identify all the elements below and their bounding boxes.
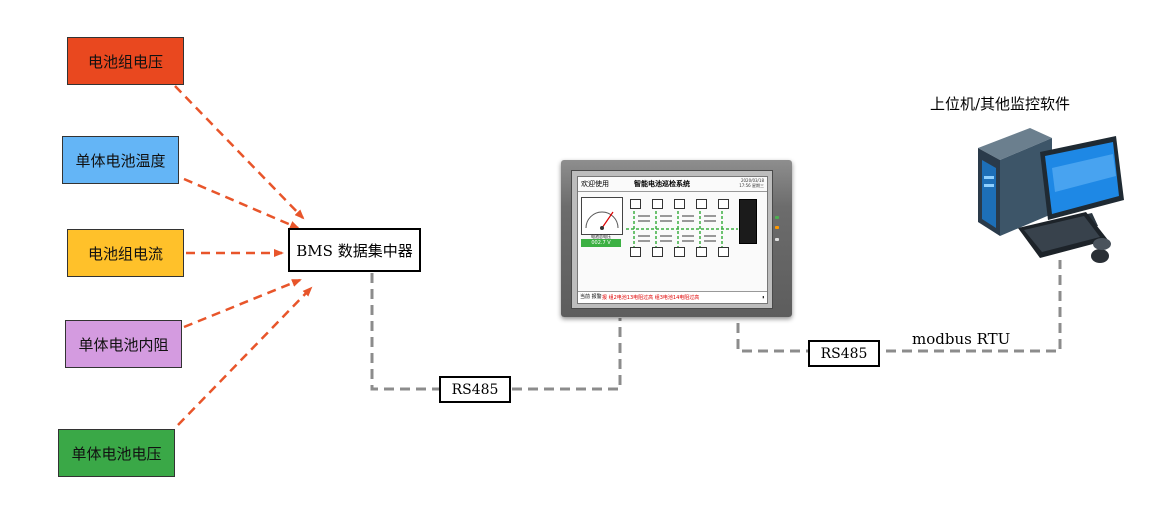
bms-concentrator-box: BMS 数据集中器 bbox=[288, 228, 421, 272]
screen-welcome: 欢迎使用 bbox=[581, 180, 609, 188]
modbus-rtu-label: modbus RTU bbox=[912, 330, 1011, 348]
gauge-label: 电池总电压 bbox=[591, 234, 611, 239]
screen-datetime: 2020/03/18 17:56 星期三 bbox=[739, 178, 764, 188]
screen-date: 2020/03/18 bbox=[740, 178, 764, 183]
battery-cell-icon bbox=[630, 247, 641, 257]
battery-cell-icon bbox=[674, 199, 685, 209]
gauge-value: 002.7 V bbox=[581, 239, 621, 247]
battery-cell-icon bbox=[696, 247, 707, 257]
hmi-bezel: 欢迎使用 智能电池巡检系统 2020/03/18 17:56 星期三 电池总电压… bbox=[571, 170, 773, 309]
battery-current-box: 电池组电流 bbox=[67, 229, 184, 277]
cell-resistance-box: 单体电池内阻 bbox=[65, 320, 182, 368]
battery-cell-icon bbox=[630, 199, 641, 209]
screen-footer: 当前 报警 报 组2电池13电阻过高 组3电池14电阻过高 ▮ bbox=[578, 291, 767, 303]
battery-cell-icon bbox=[718, 199, 729, 209]
battery-voltage-box: 电池组电压 bbox=[67, 37, 184, 85]
cell-voltage-box: 单体电池电压 bbox=[58, 429, 175, 477]
alarm-label: 当前 报警 bbox=[580, 294, 602, 300]
hmi-touch-panel: 欢迎使用 智能电池巡检系统 2020/03/18 17:56 星期三 电池总电压… bbox=[561, 160, 792, 317]
arrow-battery-voltage bbox=[174, 85, 305, 220]
alarm-text: 报 组2电池13电阻过高 组3电池14电阻过高 bbox=[602, 295, 700, 301]
battery-cell-icon bbox=[652, 199, 663, 209]
battery-cell-icon bbox=[674, 247, 685, 257]
battery-cell-icon bbox=[652, 247, 663, 257]
led-green-icon bbox=[775, 216, 779, 219]
screen-header: 欢迎使用 智能电池巡检系统 2020/03/18 17:56 星期三 bbox=[578, 177, 767, 192]
cell-bus-lines bbox=[626, 211, 738, 247]
led-white-icon bbox=[775, 238, 779, 241]
arrow-cell-temperature bbox=[183, 177, 300, 230]
screen-time: 17:56 星期三 bbox=[739, 183, 764, 188]
battery-cell-icon bbox=[718, 247, 729, 257]
rs485-label-left: RS485 bbox=[439, 376, 511, 403]
battery-cabinet-icon bbox=[739, 199, 757, 244]
arrow-cell-resistance bbox=[183, 278, 302, 329]
cell-temperature-box: 单体电池温度 bbox=[62, 136, 179, 184]
voltage-gauge-icon bbox=[581, 197, 623, 235]
led-orange-icon bbox=[775, 226, 779, 229]
battery-cell-icon bbox=[696, 199, 707, 209]
pc-title: 上位机/其他监控软件 bbox=[930, 95, 1071, 113]
pc-computer-icon bbox=[978, 128, 1124, 263]
arrow-cell-voltage bbox=[177, 286, 313, 426]
hmi-screen: 欢迎使用 智能电池巡检系统 2020/03/18 17:56 星期三 电池总电压… bbox=[577, 176, 768, 304]
footer-tag: ▮ bbox=[762, 295, 764, 299]
rs485-label-right: RS485 bbox=[808, 340, 880, 367]
screen-system-title: 智能电池巡检系统 bbox=[634, 180, 690, 188]
